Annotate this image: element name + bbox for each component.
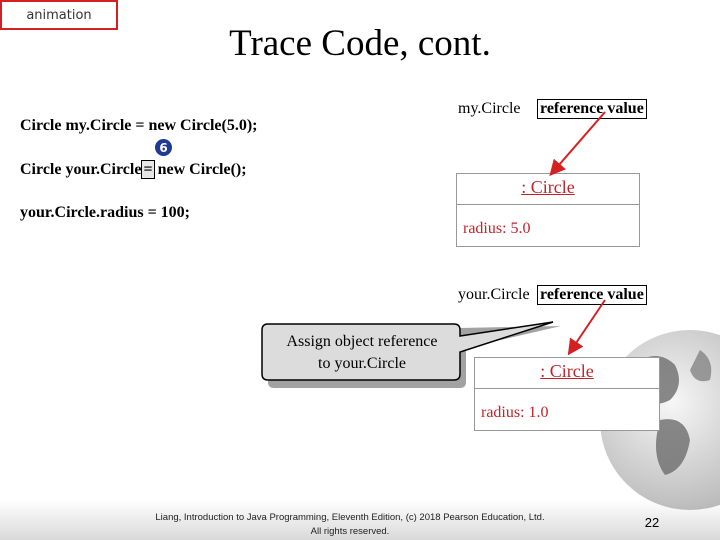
- callout-line-1: Assign object reference: [286, 333, 438, 350]
- circle-object-2-divider: [475, 388, 659, 389]
- my-circle-ref-value: reference value: [537, 99, 647, 119]
- callout-line-2: to your.Circle: [318, 355, 406, 372]
- code-line-1: Circle my.Circle = new Circle(5.0);: [20, 117, 258, 134]
- code-line-3: your.Circle.radius = 100;: [20, 204, 191, 221]
- animation-tag: animation: [0, 0, 118, 30]
- step-number: 6: [159, 140, 168, 155]
- footer-line-2: All rights reserved.: [310, 526, 390, 537]
- your-circle-ref-label: your.Circle: [458, 286, 530, 303]
- circle-object-1-divider: [457, 204, 639, 205]
- circle-object-2: : Circle radius: 1.0: [474, 357, 660, 431]
- circle-object-2-field: radius: 1.0: [481, 404, 549, 421]
- my-circle-ref-arrow: [549, 111, 606, 177]
- page-number: 22: [644, 515, 660, 530]
- code-line-2: Circle your.Circle=new Circle();: [20, 160, 247, 179]
- circle-object-1-title: : Circle: [521, 177, 575, 197]
- callout-text: Assign object reference to your.Circle: [264, 331, 460, 375]
- callout-shape: [261, 321, 561, 388]
- circle-object-1-field: radius: 5.0: [463, 220, 531, 237]
- your-circle-ref-arrow: [567, 299, 606, 356]
- assignment-operator-highlight: =: [141, 160, 155, 179]
- footer: Liang, Introduction to Java Programming,…: [140, 511, 560, 539]
- my-circle-ref-label: my.Circle: [458, 100, 521, 117]
- step-number-badge: 6: [155, 139, 172, 156]
- slide-title: Trace Code, cont.: [229, 23, 491, 64]
- circle-object-2-title: : Circle: [540, 361, 594, 381]
- circle-object-1: : Circle radius: 5.0: [456, 173, 640, 247]
- code-line-2-end: new Circle();: [157, 161, 247, 178]
- your-circle-ref-value: reference value: [537, 285, 647, 305]
- footer-line-1: Liang, Introduction to Java Programming,…: [155, 512, 545, 523]
- code-line-2-start: Circle your.Circle: [20, 161, 142, 178]
